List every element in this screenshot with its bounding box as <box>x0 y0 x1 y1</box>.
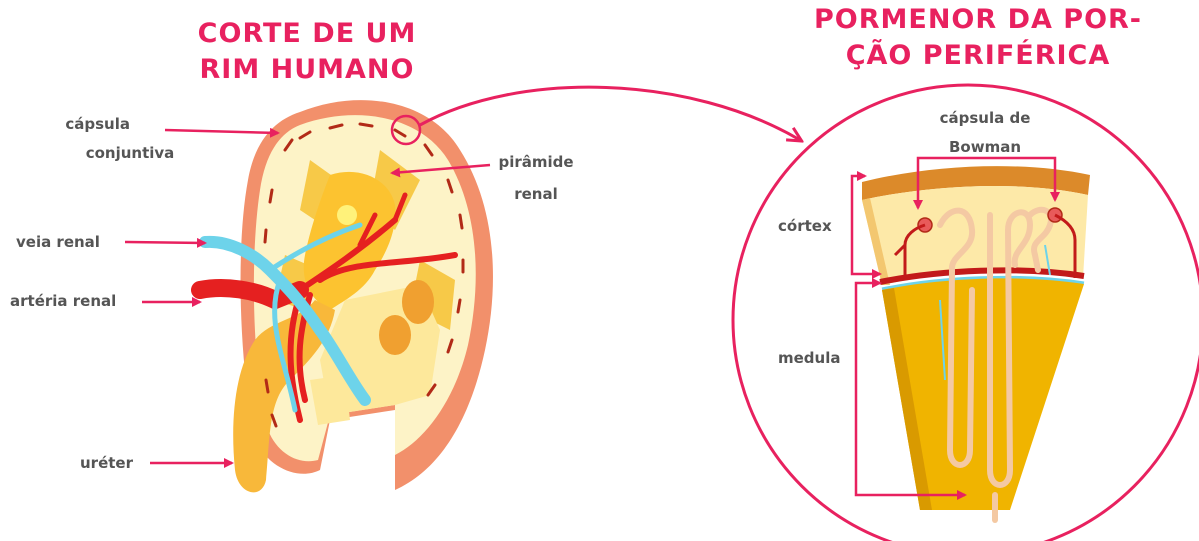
label-capsula-conjuntiva-1: cápsula <box>65 115 130 133</box>
label-piramide-renal-1: pirâmide <box>498 153 573 171</box>
label-arteria-renal: artéria renal <box>10 292 116 310</box>
kidney-illustration <box>200 100 493 492</box>
right-title-line1: PORMENOR DA POR- <box>814 4 1142 35</box>
left-title-line2: RIM HUMANO <box>200 54 415 85</box>
zoom-arrow <box>420 87 800 140</box>
label-medula: medula <box>778 349 840 367</box>
label-capsula-conjuntiva-2: conjuntiva <box>86 144 175 162</box>
label-ureter: uréter <box>80 454 134 472</box>
pointer-veia-renal <box>125 242 205 243</box>
label-capsula-bowman-2: Bowman <box>949 138 1021 156</box>
label-veia-renal: veia renal <box>16 233 100 251</box>
label-capsula-bowman-1: cápsula de <box>940 109 1031 127</box>
label-piramide-renal-2: renal <box>514 185 558 203</box>
right-title-line2: ÇÃO PERIFÉRICA <box>846 39 1111 71</box>
left-title-line1: CORTE DE UM <box>198 18 417 49</box>
label-cortex: córtex <box>778 217 832 235</box>
pointer-capsula-conjuntiva <box>165 130 278 133</box>
